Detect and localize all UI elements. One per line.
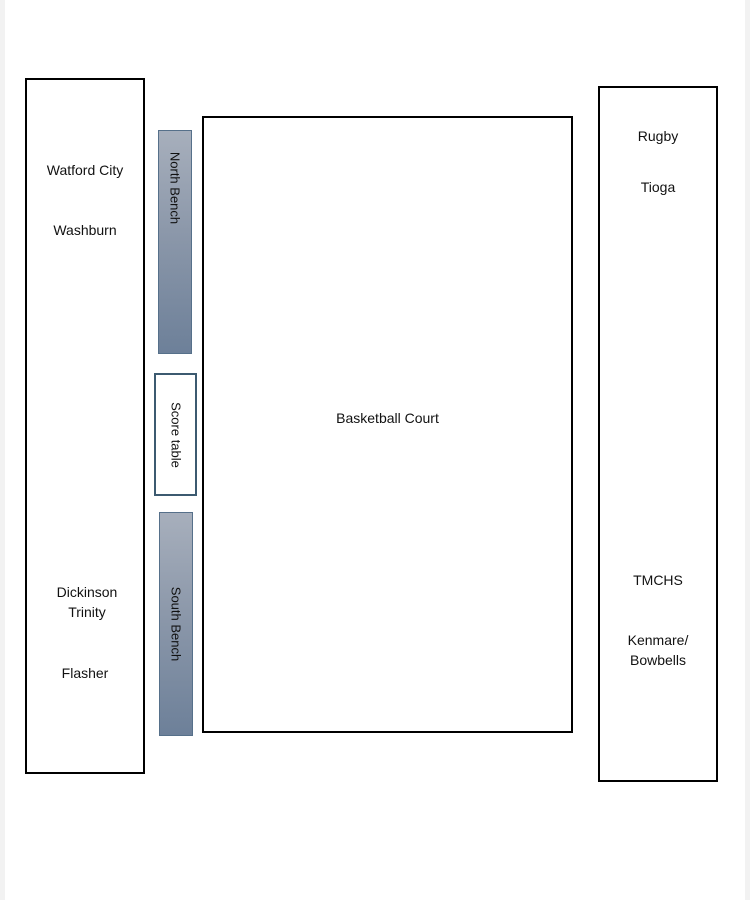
team-label-rugby: Rugby (637, 128, 679, 144)
team-label-washburn: Washburn (53, 222, 117, 238)
score-table-label: Score table (168, 401, 183, 468)
right-seating-section: Rugby Tioga TMCHS Kenmare/ Bowbells (598, 86, 718, 782)
south-bench-label: South Bench (168, 586, 184, 662)
north-bench: North Bench (158, 130, 192, 354)
team-label-dickinson-trinity: Dickinson Trinity (56, 584, 118, 620)
basketball-court: Basketball Court (202, 116, 573, 733)
team-label-flasher: Flasher (61, 665, 109, 681)
team-label-tmchs: TMCHS (633, 572, 683, 588)
south-bench: South Bench (159, 512, 193, 736)
team-label-tioga: Tioga (640, 179, 676, 195)
north-bench-label: North Bench (167, 151, 183, 225)
score-table: Score table (154, 373, 197, 496)
team-label-kenmare-bowbells: Kenmare/ Bowbells (627, 632, 689, 668)
page: Watford City Washburn Dickinson Trinity … (5, 0, 745, 900)
left-seating-section: Watford City Washburn Dickinson Trinity … (25, 78, 145, 774)
team-label-watford-city: Watford City (46, 162, 124, 178)
court-label: Basketball Court (336, 410, 439, 426)
